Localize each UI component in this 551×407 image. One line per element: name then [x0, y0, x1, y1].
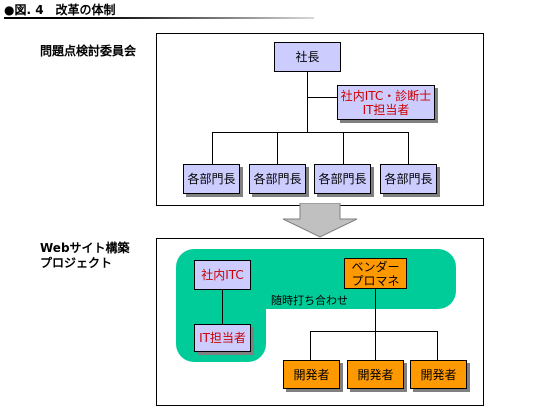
vendor-pm-label-line1: ベンダー	[351, 259, 400, 274]
department-head-box-1: 各部門長	[183, 164, 240, 194]
vendor-pm-box: ベンダー プロマネ	[344, 258, 407, 289]
internal-itc-label: 社内ITC	[201, 268, 244, 282]
developer-drop-3	[437, 331, 438, 360]
title-underline	[4, 17, 314, 19]
itc-to-staff-connector	[222, 290, 223, 324]
advisor-label-line2: IT担当者	[362, 102, 410, 117]
developers-bus-line	[310, 331, 437, 332]
vendor-connector	[375, 289, 376, 331]
developer-drop-1	[310, 331, 311, 360]
down-arrow-icon	[282, 203, 358, 238]
developer-box-2: 開発者	[347, 360, 404, 389]
department-head-box-3: 各部門長	[314, 164, 371, 194]
project-label-line1: Webサイト構築	[40, 241, 130, 255]
project-label: Webサイト構築 プロジェクト	[40, 241, 130, 271]
advisor-connector	[307, 97, 337, 98]
developer-box-3: 開発者	[410, 360, 467, 389]
developer-box-1: 開発者	[283, 360, 340, 389]
committee-label: 問題点検討委員会	[40, 44, 137, 58]
it-staff-box: IT担当者	[194, 324, 251, 352]
department-head-label: 各部門長	[384, 172, 433, 186]
developer-drop-2	[375, 331, 376, 360]
head-drop-4	[408, 132, 409, 164]
head-drop-2	[277, 132, 278, 164]
internal-itc-box: 社内ITC	[194, 260, 251, 290]
it-staff-label: IT担当者	[199, 331, 246, 345]
head-drop-3	[343, 132, 344, 164]
vendor-pm-label-line2: プロマネ	[351, 273, 400, 288]
figure-title: ●図. 4 改革の体制	[4, 3, 116, 17]
department-head-label: 各部門長	[318, 172, 367, 186]
developer-label: 開発者	[420, 367, 457, 382]
head-drop-1	[212, 132, 213, 164]
department-head-label: 各部門長	[187, 172, 236, 186]
advisor-box: 社内ITC・診断士 IT担当者	[337, 85, 435, 120]
president-connector	[307, 72, 308, 132]
president-box: 社長	[274, 42, 341, 72]
meeting-note: 随時打ち合わせ	[271, 294, 348, 307]
department-head-box-4: 各部門長	[380, 164, 437, 194]
heads-bus-line	[212, 132, 409, 133]
department-head-label: 各部門長	[253, 172, 302, 186]
president-label: 社長	[295, 50, 320, 64]
developer-label: 開発者	[293, 367, 330, 382]
project-label-line2: プロジェクト	[40, 256, 113, 270]
department-head-box-2: 各部門長	[249, 164, 306, 194]
advisor-label-line1: 社内ITC・診断士	[340, 88, 432, 103]
developer-label: 開発者	[357, 367, 394, 382]
